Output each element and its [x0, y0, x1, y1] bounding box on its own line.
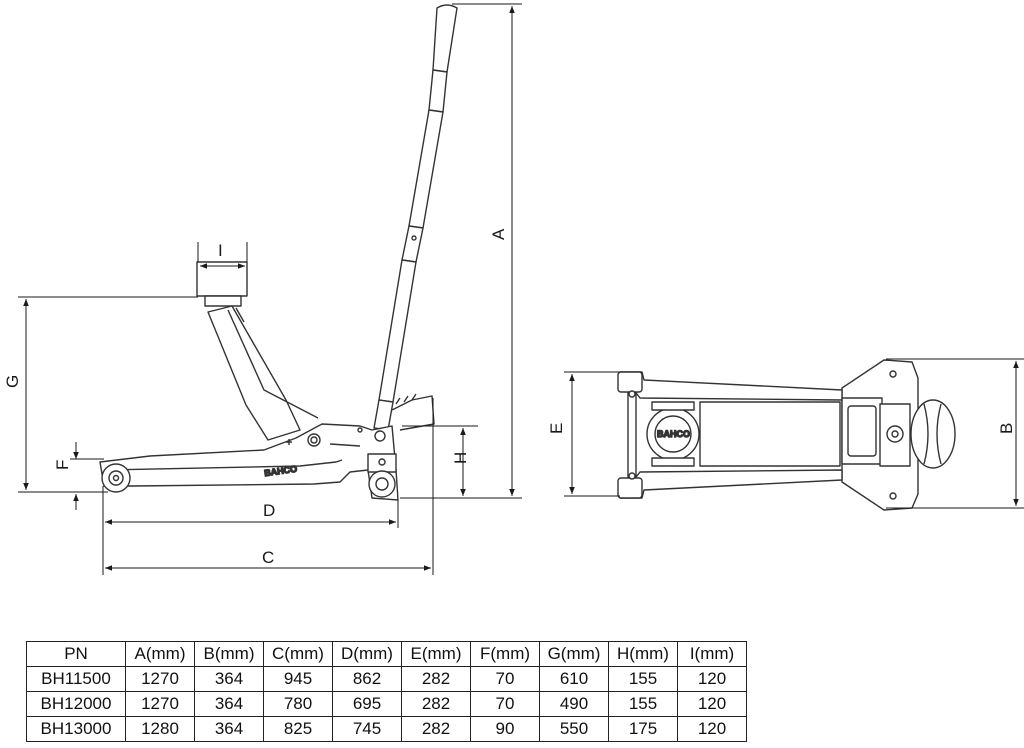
header-c: C(mm) [263, 641, 333, 667]
frame-rails [617, 371, 843, 499]
cell-i: 120 [677, 691, 747, 717]
cell-h: 175 [608, 716, 678, 742]
cell-f: 70 [470, 666, 540, 692]
cell-h: 155 [608, 691, 678, 717]
cell-i: 120 [677, 666, 747, 692]
table-row: BH11500 1270 364 945 862 282 70 610 155 … [26, 666, 747, 692]
side-dimension-labels: A G F I H D C [3, 228, 508, 567]
cell-a: 1270 [125, 691, 195, 717]
cell-g: 550 [539, 716, 609, 742]
rear-caster-wheel [367, 453, 397, 498]
header-d: D(mm) [332, 641, 402, 667]
cell-e: 282 [401, 716, 471, 742]
lift-arm [207, 305, 319, 441]
front-roller-wheel [101, 463, 131, 493]
cell-i: 120 [677, 716, 747, 742]
cell-b: 364 [194, 691, 264, 717]
jack-handle [373, 4, 458, 431]
handle-knob-top [910, 399, 956, 469]
dim-label-a: A [489, 228, 508, 240]
header-e: E(mm) [401, 641, 471, 667]
brand-label-top: BAHCO [657, 429, 690, 439]
dim-label-b: B [997, 423, 1016, 434]
top-view: BAHCO [617, 359, 956, 511]
dim-label-g: G [3, 375, 22, 388]
table-row: BH13000 1280 364 825 745 282 90 550 175 … [26, 716, 747, 742]
header-h: H(mm) [608, 641, 678, 667]
header-g: G(mm) [539, 641, 609, 667]
dim-label-h: H [451, 452, 470, 464]
header-i: I(mm) [677, 641, 747, 667]
table-header-row: PN A(mm) B(mm) C(mm) D(mm) E(mm) F(mm) G… [26, 641, 747, 667]
top-dimension-labels: E B [547, 423, 1016, 434]
cell-f: 70 [470, 691, 540, 717]
cell-b: 364 [194, 716, 264, 742]
cell-h: 155 [608, 666, 678, 692]
cell-c: 945 [263, 666, 333, 692]
top-dimensions [564, 358, 1024, 509]
cell-d: 745 [332, 716, 402, 742]
pump-housing [699, 397, 911, 467]
dim-label-d: D [263, 501, 275, 520]
cell-g: 490 [539, 691, 609, 717]
header-pn: PN [26, 641, 126, 667]
cell-b: 364 [194, 666, 264, 692]
dim-label-f: F [53, 460, 72, 470]
cell-pn: BH13000 [26, 716, 126, 742]
cell-d: 862 [332, 666, 402, 692]
dim-label-i: I [218, 241, 223, 260]
dim-label-e: E [547, 423, 566, 434]
side-dimensions [18, 3, 522, 575]
specification-table: PN A(mm) B(mm) C(mm) D(mm) E(mm) F(mm) G… [26, 641, 747, 742]
cell-a: 1270 [125, 666, 195, 692]
cell-c: 780 [263, 691, 333, 717]
header-a: A(mm) [125, 641, 195, 667]
saddle-top: BAHCO [646, 401, 700, 467]
cell-f: 90 [470, 716, 540, 742]
cell-g: 610 [539, 666, 609, 692]
floor-jack-technical-drawing: BAHCO [3, 3, 1024, 575]
cell-d: 695 [332, 691, 402, 717]
table-row: BH12000 1270 364 780 695 282 70 490 155 … [26, 691, 747, 717]
lift-saddle [196, 261, 248, 307]
cell-c: 825 [263, 716, 333, 742]
cell-pn: BH12000 [26, 691, 126, 717]
header-b: B(mm) [194, 641, 264, 667]
jack-chassis: BAHCO [99, 423, 399, 501]
dim-label-c: C [262, 548, 274, 567]
cell-e: 282 [401, 691, 471, 717]
side-view: BAHCO [99, 4, 458, 501]
cell-e: 282 [401, 666, 471, 692]
cell-a: 1280 [125, 716, 195, 742]
cell-pn: BH11500 [26, 666, 126, 692]
header-f: F(mm) [470, 641, 540, 667]
